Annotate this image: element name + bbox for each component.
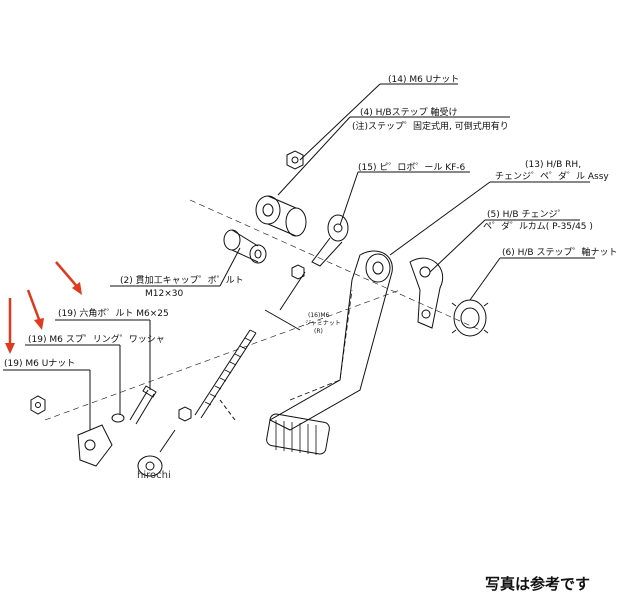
exploded-parts-diagram [3, 83, 595, 477]
leader-p16 [264, 309, 301, 331]
leader-p2 [219, 247, 241, 287]
label-p6: (6) H/B ステップ゜軸ナット [502, 248, 617, 258]
label-p5-b: ペ゜ダ゜ルカム( P-35/45 ) [483, 222, 593, 232]
watermark: hirochi [137, 470, 171, 481]
label-p13-b: チェンジ゜ペ゜ダ゜ル Assy [495, 172, 609, 182]
leader-p5 [429, 219, 486, 273]
part-16-jam-nut [291, 264, 305, 280]
part-19-nut [30, 395, 46, 415]
red-arrows [5, 261, 82, 354]
label-p2-a: (2) 貫加工キャップ゜ボ゜ルト [120, 276, 244, 286]
arrow-washer [26, 289, 42, 323]
part-4-bearing [255, 195, 307, 237]
lower-link-bracket [77, 424, 113, 467]
label-p14: (14) M6 Uナット [388, 75, 460, 85]
label-p19-washer: (19) M6 スプ゜リング゜ワッシャ [28, 335, 165, 345]
reference-note: 写真は参考です [484, 575, 590, 593]
part-19-bolt [129, 385, 157, 425]
label-p16-b: ジャミナット [305, 320, 341, 327]
label-p4: (4) H/Bステップ 軸受け [360, 108, 458, 118]
part-5-cam [409, 257, 444, 329]
label-p5-a: (5) H/B チェンジ゜ [487, 210, 567, 220]
part-14-nut [286, 150, 304, 170]
leader-p13 [389, 181, 491, 256]
label-p15: (15) ピ゜ロボ゜ール KF-6 [358, 163, 466, 173]
part-6-shaft-nut [451, 299, 489, 337]
label-p2-b: M12×30 [145, 289, 184, 299]
part-19-washer [111, 413, 125, 423]
label-p16-c: (R) [314, 328, 323, 335]
part-2-cap-bolt [223, 229, 267, 264]
label-p4-note: (注)ステップ゜固定式用, 可倒式用有り [352, 122, 509, 132]
leader-p14 [299, 83, 381, 161]
part-13-change-pedal [266, 250, 393, 455]
label-p16-a: (16)M6 [308, 312, 330, 319]
rod-lower-nut [178, 406, 192, 422]
lower-rod-end [137, 429, 176, 477]
label-p19-bolt: (19) 六角ボ゜ルト M6×25 [58, 309, 169, 319]
part-15-pillow-ball [279, 214, 349, 311]
label-p13-a: (13) H/B RH, [525, 160, 582, 170]
leader-p6 [469, 257, 501, 301]
linkage-rod [194, 329, 257, 419]
leader-p4 [277, 116, 351, 196]
label-p19-nut: (19) M6 Uナット [4, 359, 76, 369]
